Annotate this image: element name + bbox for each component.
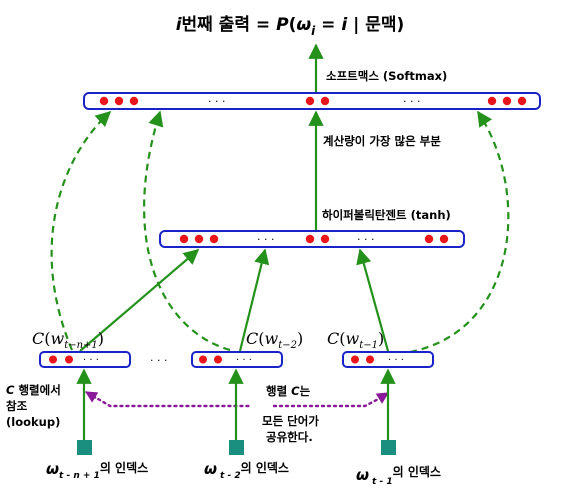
softmax-ellipsis-right: · · · — [403, 95, 420, 108]
lookup-note-line1: C 행렬에서 — [6, 383, 61, 397]
skip-connection-middle — [143, 110, 231, 352]
lookup-box-2 — [191, 351, 283, 368]
skip-connection-right — [409, 110, 510, 354]
tanh-ellipsis-right: · · · — [357, 233, 374, 246]
lookup3-to-tanh-arrow — [356, 248, 390, 352]
lookup-box-2-ellipsis: · · · — [236, 355, 252, 366]
input-label-1: ωt - n + 1의 인덱스 — [46, 460, 148, 481]
lookup-box-1-units — [49, 355, 73, 364]
softmax-label: 소프트맥스 (Softmax) — [326, 69, 447, 83]
input-index-square-3 — [381, 440, 396, 455]
input-index-square-2 — [229, 440, 244, 455]
lookup-box-3-ellipsis: · · · — [388, 355, 404, 366]
lookup-box-1 — [39, 351, 131, 368]
lookup-box-3-units — [351, 355, 374, 364]
lookup-box-3 — [342, 351, 434, 368]
softmax-units — [99, 96, 527, 106]
shared-link-arrowhead-right — [375, 392, 390, 404]
shared-note-line2: 모든 단어가 — [262, 414, 319, 428]
lookup-label-2: C(wt−2) — [246, 329, 303, 351]
lookup-box-1-ellipsis: · · · — [83, 355, 99, 366]
shared-note-line1: 행렬 C는 — [266, 384, 311, 398]
lookup1-to-tanh-arrow — [79, 248, 200, 352]
lookup-note-line3: (lookup) — [6, 415, 60, 429]
skip-connection-left — [50, 110, 112, 351]
compute-cost-note: 계산량이 가장 많은 부분 — [323, 134, 441, 148]
tanh-units — [179, 234, 449, 244]
diagram-title: i번째 출력 = P(ωi = i | 문맥) — [176, 15, 405, 38]
between-lookup-ellipsis: · · · — [150, 354, 167, 367]
lookup-label-1: C(wt−n+1) — [32, 329, 104, 351]
input-index-square-1 — [77, 440, 92, 455]
lookup-label-3: C(wt−1) — [327, 329, 384, 351]
lookup-box-2-units — [199, 355, 222, 364]
tanh-label: 하이퍼볼릭탄젠트 (tanh) — [322, 208, 451, 222]
lookup-note-line2: 참조 — [6, 399, 28, 413]
softmax-ellipsis-left: · · · — [208, 95, 225, 108]
shared-link-arrowhead-left — [84, 391, 99, 403]
shared-note-line3: 공유한다. — [266, 430, 313, 444]
lookup2-to-tanh-arrow — [238, 248, 270, 352]
tanh-ellipsis-left: · · · — [257, 233, 274, 246]
